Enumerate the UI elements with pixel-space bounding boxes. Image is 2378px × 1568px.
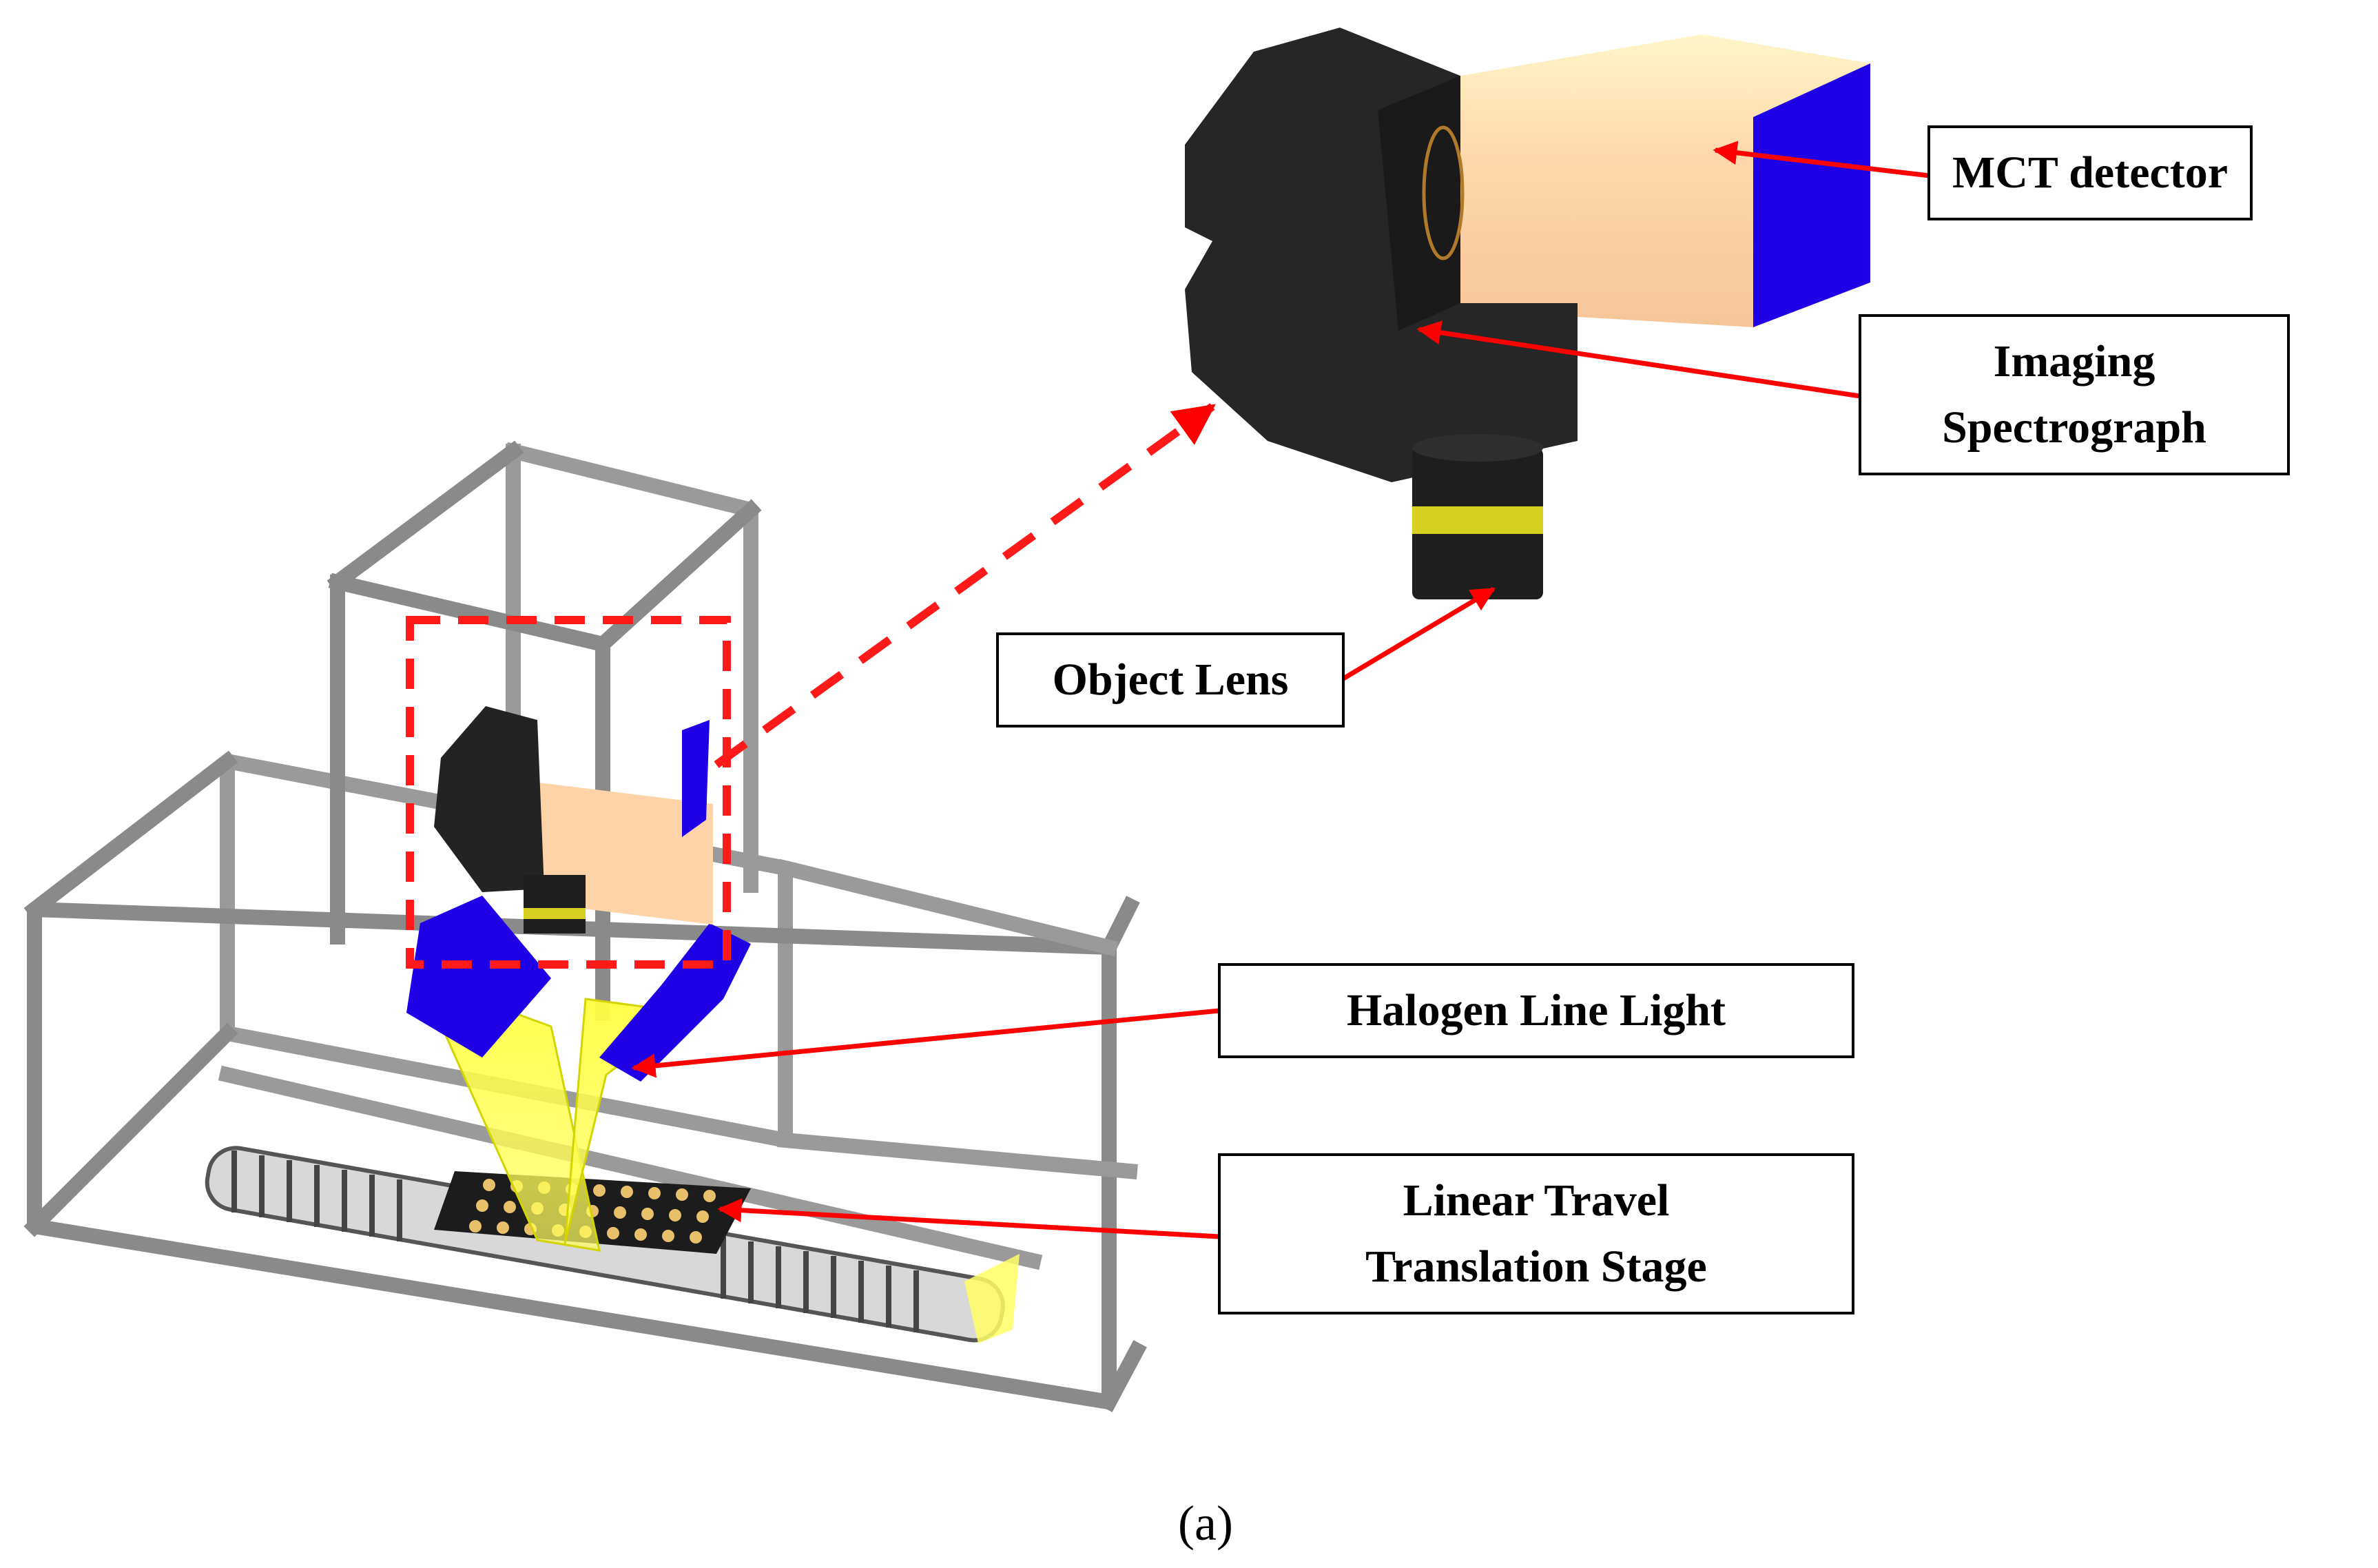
figure-caption: (a) [1178, 1496, 1233, 1551]
label-linear-travel-stage-line2: Translation Stage [1365, 1241, 1707, 1292]
label-mct-detector: MCT detector [1927, 125, 2253, 220]
label-imaging-spectrograph: Imaging Spectrograph [1859, 314, 2290, 475]
zoom-selection-box [406, 616, 731, 969]
label-mct-detector-text: MCT detector [1952, 147, 2229, 198]
label-halogen-line-light: Halogen Line Light [1218, 963, 1854, 1058]
label-halogen-line-light-text: Halogen Line Light [1346, 985, 1726, 1035]
label-imaging-spectrograph-line2: Spectrograph [1942, 402, 2206, 453]
large-camera [1185, 28, 1870, 599]
label-imaging-spectrograph-line1: Imaging [1993, 336, 2155, 386]
callout-arrows [631, 141, 1930, 1239]
small-camera [434, 706, 713, 933]
zoom-arrow [714, 403, 1216, 768]
label-linear-travel-stage-line1: Linear Travel [1403, 1175, 1670, 1226]
label-linear-travel-stage: Linear Travel Translation Stage [1218, 1153, 1854, 1314]
label-object-lens: Object Lens [996, 632, 1345, 728]
label-object-lens-text: Object Lens [1052, 654, 1289, 705]
